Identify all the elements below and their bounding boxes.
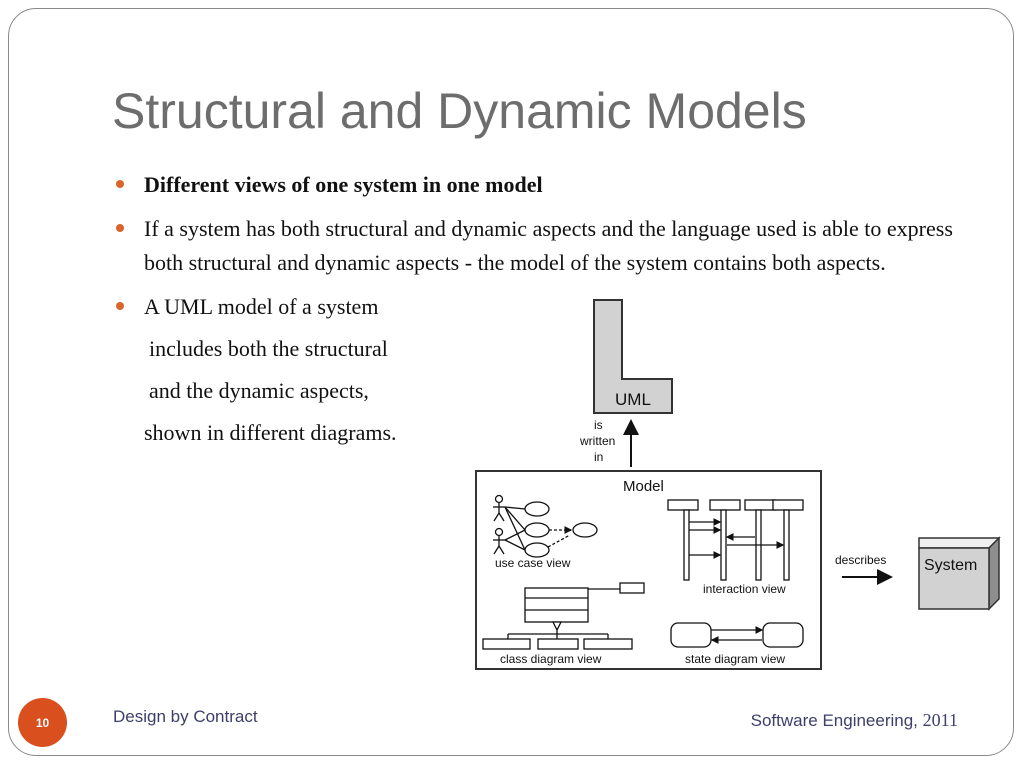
interaction-view-label: interaction view: [703, 582, 786, 596]
bullet-2: If a system has both structural and dyna…: [112, 212, 992, 280]
written-label: written: [579, 434, 615, 448]
footer-course: Software Engineering,: [750, 711, 918, 730]
in-label: in: [594, 450, 603, 464]
bullet-list: Different views of one system in one mod…: [112, 168, 992, 450]
bullet-3-line-2: includes both the structural: [149, 336, 388, 361]
describes-label: describes: [835, 553, 886, 567]
bullet-3-line-4: shown in different diagrams.: [144, 420, 397, 445]
state-diagram-view-label: state diagram view: [685, 652, 785, 666]
interaction-view: [667, 499, 804, 581]
system-label: System: [924, 557, 977, 574]
state-diagram-view: [670, 622, 804, 648]
is-label: is: [594, 418, 603, 432]
uml-model-diagram: UML is written in Model use case view: [475, 299, 1001, 670]
use-case-view: [493, 494, 598, 558]
model-label: Model: [623, 478, 664, 495]
page-number-badge: 10: [18, 698, 67, 747]
class-diagram-view: [482, 582, 645, 650]
footer-right: Software Engineering, 2011: [751, 710, 958, 731]
footer-year: 2011: [922, 710, 958, 730]
system-cube: [918, 536, 1001, 611]
bullet-1: Different views of one system in one mod…: [112, 168, 992, 202]
slide-frame: [8, 8, 1014, 756]
use-case-view-label: use case view: [495, 556, 571, 570]
uml-language-shape: [593, 299, 673, 414]
slide-title: Structural and Dynamic Models: [112, 83, 807, 139]
bullet-3-line-3: and the dynamic aspects,: [149, 378, 369, 403]
class-diagram-view-label: class diagram view: [500, 652, 602, 666]
bullet-3: A UML model of a system: [112, 290, 992, 324]
uml-label: UML: [615, 390, 651, 409]
footer-left: Design by Contract: [113, 707, 258, 726]
